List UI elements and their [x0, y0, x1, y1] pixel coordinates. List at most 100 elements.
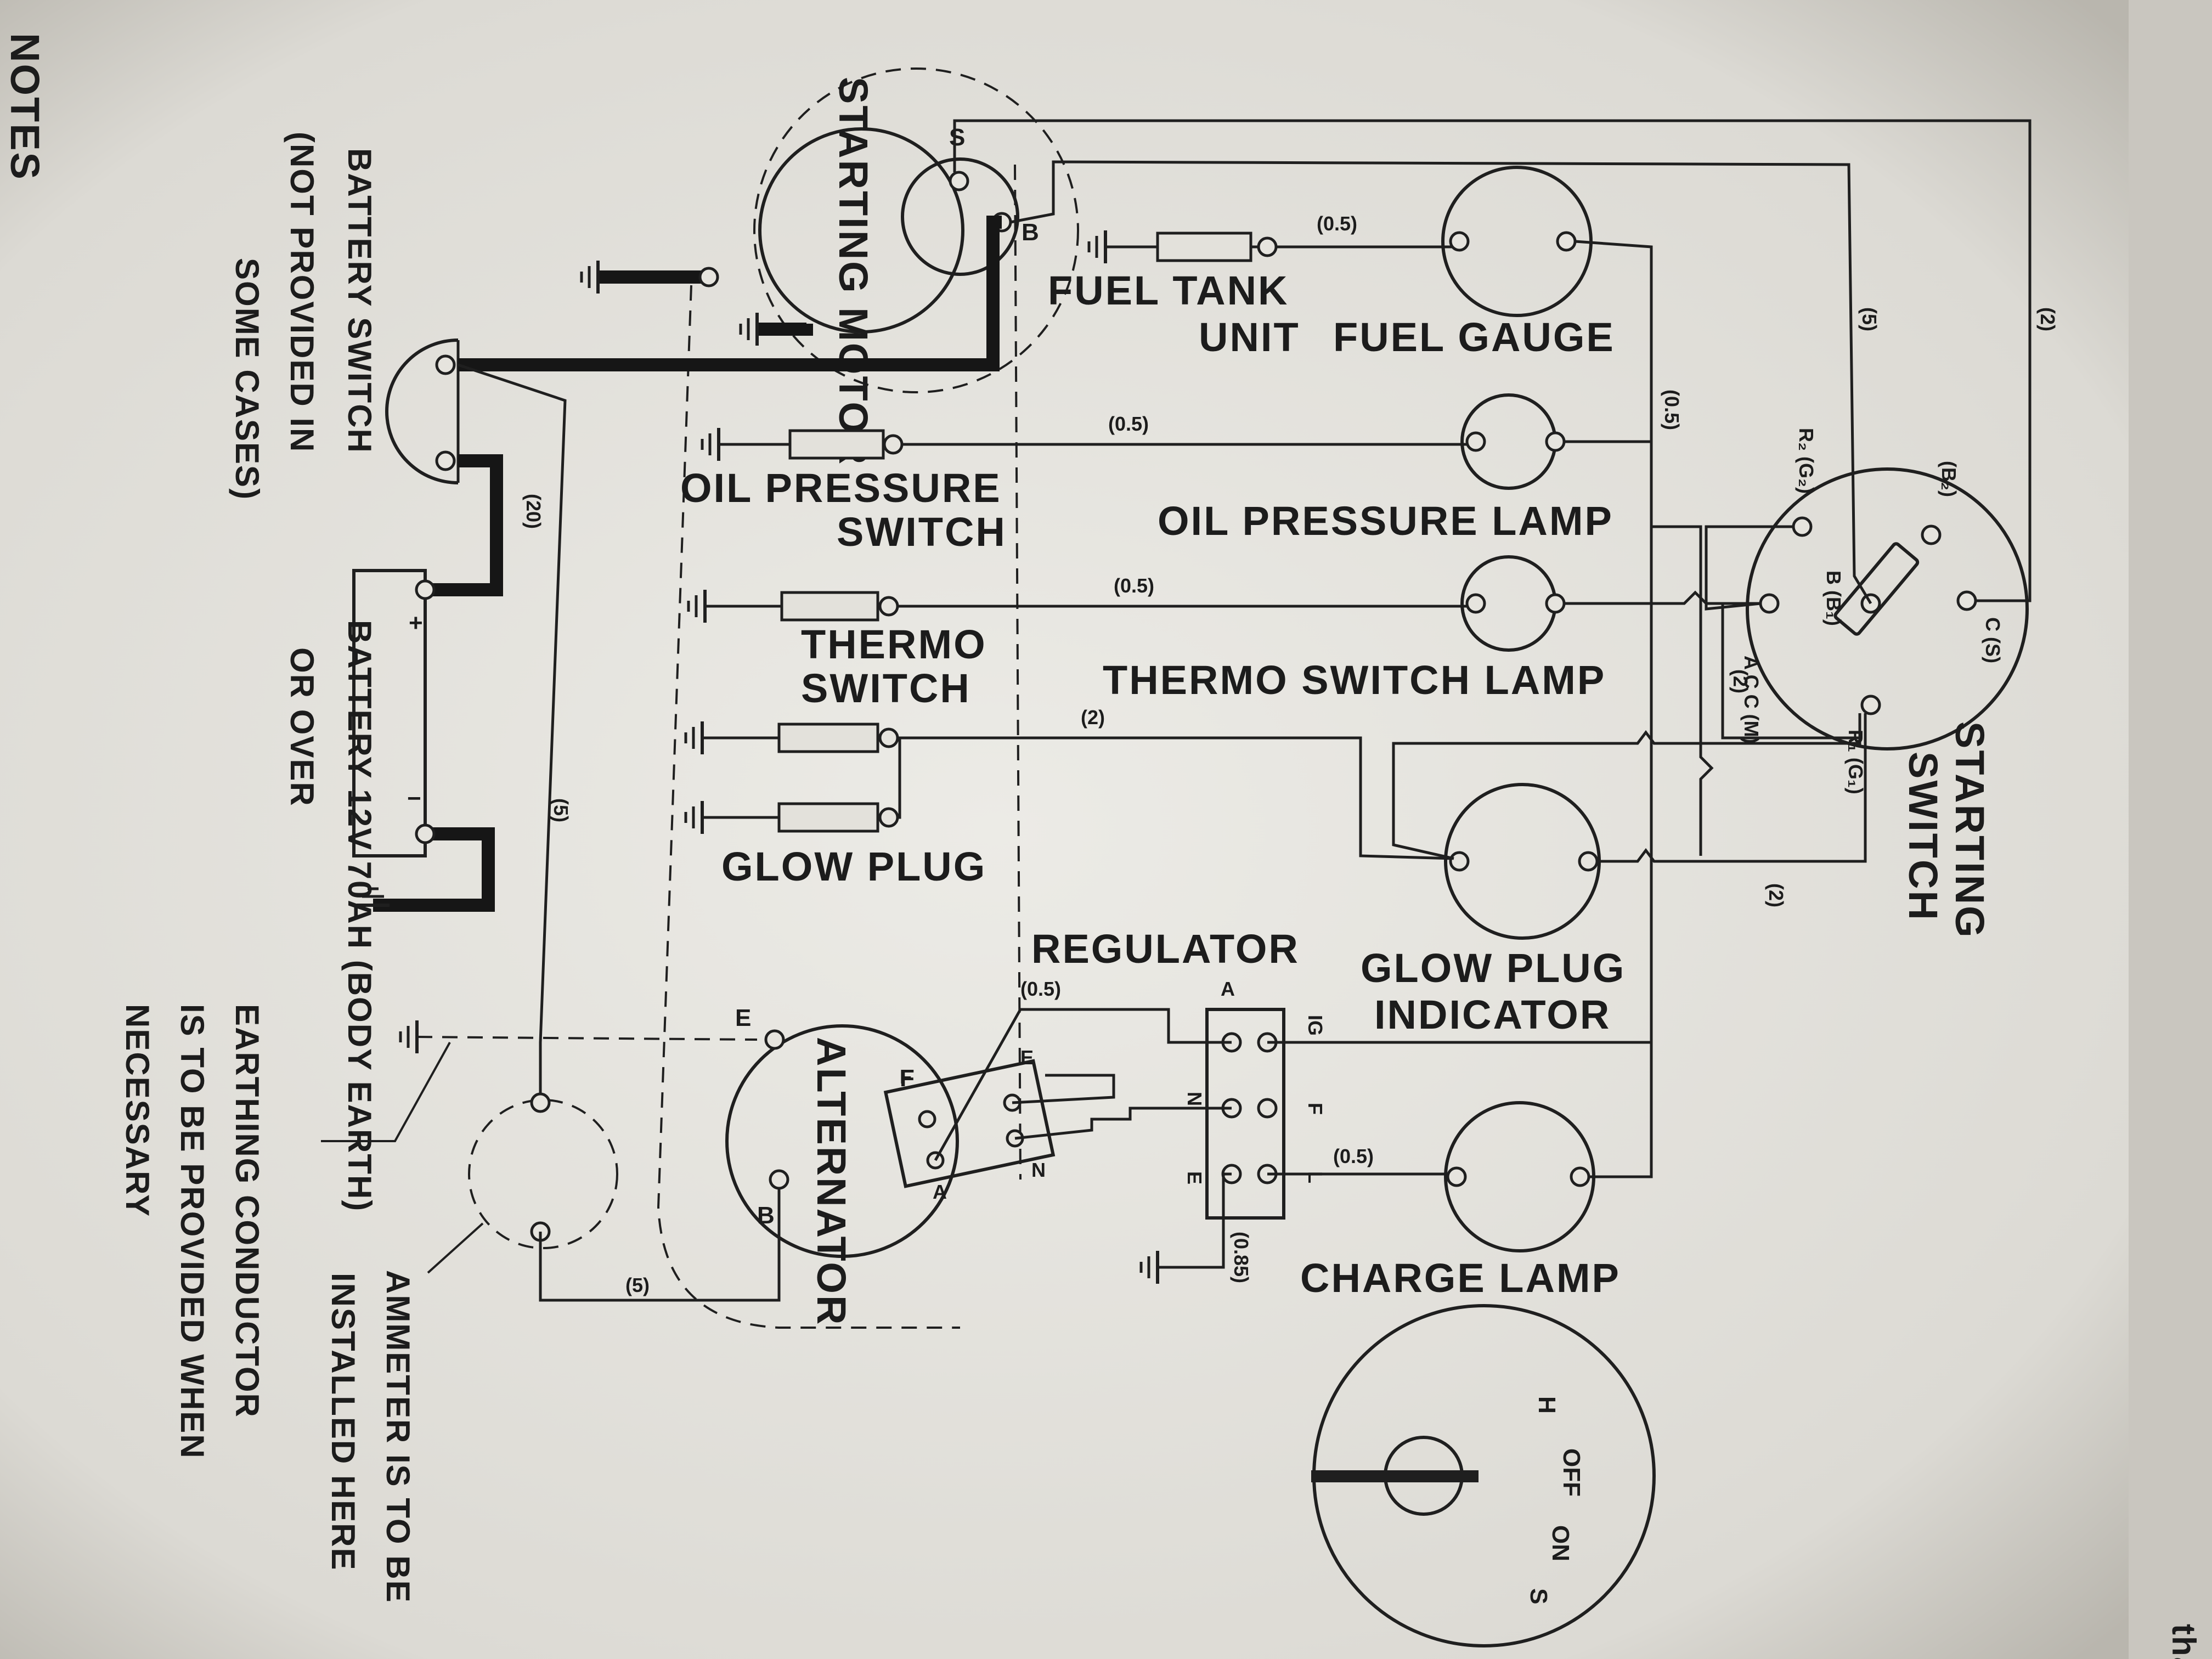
switch-r1-wire-size: (2) — [1765, 883, 1787, 907]
relay-terminal-f — [918, 1110, 936, 1128]
regulator-n-label: N — [1183, 1092, 1206, 1106]
battery-switch: BATTERY SWITCH (NOT PROVIDED IN SOME CAS… — [229, 132, 460, 500]
key-position-h: H — [1533, 1396, 1560, 1414]
battery-switch-terminal-bottom — [435, 450, 456, 471]
starting-switch-body — [1746, 467, 2029, 751]
ammeter-feed-size: (5) — [550, 798, 572, 822]
glow-plug-2-symbol — [777, 802, 879, 833]
key-position-on: ON — [1547, 1525, 1574, 1561]
battery-switch-label: BATTERY SWITCH — [341, 148, 378, 454]
alternator-relay: E F A N — [883, 1046, 1056, 1203]
switch-r2-label: R₂ (G₂) — [1795, 428, 1818, 494]
switch-acc-wire-size: (2) — [1729, 669, 1752, 693]
starting-motor-terminal-s — [949, 171, 969, 191]
earthing-conductor — [416, 1036, 758, 1041]
starting-motor-body — [758, 127, 964, 334]
bus-branch-wire — [1651, 525, 1714, 856]
charge-lamp-terminal-left — [1446, 1166, 1467, 1187]
oil-pressure-circuit: (0.5) OIL PRESSURE SWITCH OIL PRESSURE L… — [680, 393, 1651, 555]
fuel-tank-unit-symbol — [1156, 232, 1252, 262]
ignition-bus-wire — [1575, 240, 1653, 1178]
alternator-label: ALTERNATOR — [809, 1037, 854, 1326]
alternator-e-label: E — [735, 1005, 751, 1031]
glow-indicator-terminal-left — [1449, 851, 1470, 872]
earthing-label: EARTHING CONDUCTOR — [229, 1004, 266, 1418]
thermo-lamp-terminal-right — [1545, 593, 1566, 614]
regulator-a-wire-size: (0.5) — [1020, 978, 1061, 1000]
engine-boundary — [657, 285, 960, 1329]
fuel-sender-wire-size: (0.5) — [1317, 212, 1357, 235]
thermo-switch-lamp-label: THERMO SWITCH LAMP — [1103, 657, 1606, 703]
earthing-pointer-line — [321, 1042, 451, 1142]
switch-b2-label: (B₂) — [1938, 461, 1960, 497]
ignition-bus-wire-size: (0.5) — [1661, 390, 1683, 430]
battery-body — [352, 569, 427, 857]
oil-pressure-switch-label-2: SWITCH — [837, 509, 1007, 555]
switch-c-wire-size: (2) — [2036, 307, 2059, 331]
starting-switch-contact — [1833, 542, 1920, 636]
battery-cable-to-starter — [458, 216, 1002, 371]
glow-plug-1-terminal — [878, 727, 899, 748]
battery-plus-label: + — [409, 610, 423, 636]
battery-switch-terminal-top — [435, 354, 456, 375]
battery: + − BATTERY 12V 70AH (BODY EARTH) OR OVE… — [284, 569, 436, 1212]
alternator-relay-body — [883, 1059, 1056, 1188]
regulator-e-label: E — [1183, 1171, 1206, 1184]
key-position-s: S — [1525, 1588, 1552, 1604]
fuel-tank-unit-label: FUEL TANK — [1048, 268, 1289, 313]
fuel-tank-unit-label-2: UNIT — [1199, 314, 1300, 360]
battery-minus-label: − — [407, 785, 421, 812]
alternator-b-label: B — [757, 1202, 775, 1229]
fuel-gauge-terminal-right — [1556, 231, 1577, 252]
battery-terminal-negative — [415, 823, 436, 844]
regulator: A IG N F E L REGULATOR (0.5) (0.85) (0.5… — [934, 926, 1651, 1284]
alternator-terminal-e — [764, 1029, 785, 1050]
oil-lamp-terminal-left — [1465, 431, 1486, 452]
switch-b-wire-size: (5) — [1858, 307, 1881, 331]
regulator-label: REGULATOR — [1031, 926, 1300, 972]
glow-plug-2-terminal — [878, 807, 899, 828]
glow-plug-indicator-label: GLOW PLUG — [1361, 945, 1626, 991]
regulator-ig-label: IG — [1304, 1015, 1327, 1036]
charge-lamp: (0.5) CHARGE LAMP — [1300, 240, 1683, 1301]
main-feed-wire — [458, 363, 567, 1103]
switch-b-wire — [1010, 160, 1872, 605]
glow-plug-1-symbol — [777, 723, 879, 753]
switch-terminal-acc — [1759, 593, 1780, 614]
regulator-a-wire — [934, 1008, 1232, 1161]
oil-pressure-switch-symbol — [788, 429, 885, 460]
switch-terminal-r2 — [1792, 516, 1813, 537]
battery-cable-negative — [373, 827, 495, 912]
alternator-body — [725, 1024, 959, 1258]
glow-plug-wire — [898, 736, 1454, 860]
thermo-switch-terminal — [878, 596, 899, 617]
regulator-body — [1205, 1008, 1285, 1220]
glow-plug-indicator: (2) GLOW PLUG INDICATOR — [1361, 713, 1867, 1037]
oil-pressure-lamp-label: OIL PRESSURE LAMP — [1158, 498, 1613, 544]
battery-switch-note-2: SOME CASES) — [229, 258, 266, 500]
earthing-note-2: NECESSARY — [119, 1004, 156, 1217]
glow-plug-label: GLOW PLUG — [721, 844, 986, 889]
switch-terminal-c — [1956, 590, 1977, 611]
switch-acc-label: A C C (M) — [1740, 656, 1763, 744]
starting-switch-label-2: SWITCH — [1900, 752, 1946, 922]
ammeter-outline — [468, 1099, 618, 1249]
starting-switch-label: STARTING — [1947, 721, 1993, 939]
regulator-e-wire — [1158, 1172, 1232, 1269]
relay-n-label: N — [1031, 1159, 1046, 1181]
alternator-b-wire-size: (5) — [625, 1274, 650, 1296]
oil-pressure-wire-size: (0.5) — [1108, 413, 1149, 435]
glow-plug-wire-size: (2) — [1081, 706, 1105, 729]
alternator-b-wire — [539, 1180, 781, 1302]
glow-plug-circuit: (2) GLOW PLUG — [686, 706, 1454, 889]
relay-e-label: E — [1020, 1046, 1034, 1069]
battery-cable-positive — [425, 454, 503, 596]
switch-c-label: C (S) — [1982, 617, 2004, 663]
alternator-terminal-b — [769, 1169, 789, 1190]
glow-indicator-terminal-right — [1578, 851, 1599, 872]
battery-terminal-positive — [415, 579, 436, 600]
ammeter-label: AMMETER IS TO BE — [380, 1270, 416, 1604]
regulator-n-wire — [1014, 1107, 1232, 1140]
